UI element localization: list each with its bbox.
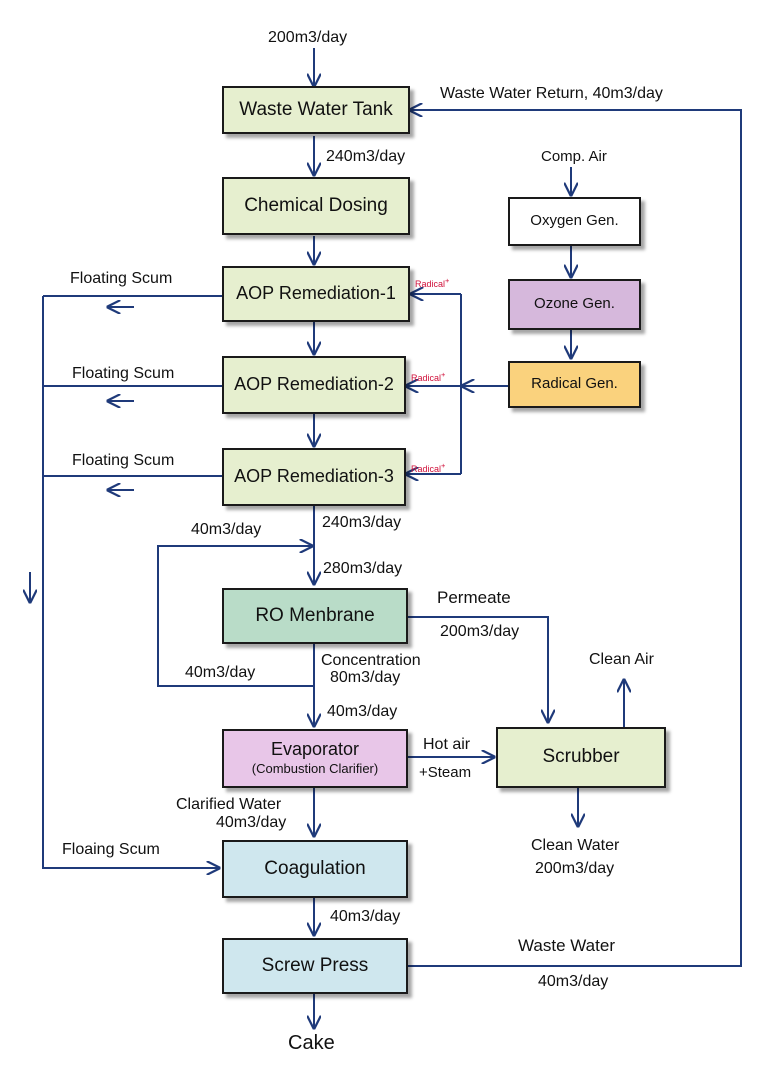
ro-membrane-label: RO Menbrane	[255, 604, 375, 626]
recycle-top-label: 40m3/day	[191, 521, 262, 538]
ro-membrane-box: RO Menbrane	[222, 588, 408, 644]
waste-water-tank-box: Waste Water Tank	[222, 86, 410, 134]
evaporator-box: Evaporator (Combustion Clarifier)	[222, 729, 408, 788]
inflow-label: 200m3/day	[268, 29, 348, 46]
aop-out-label: 240m3/day	[322, 514, 402, 531]
clean-water-label: Clean Water	[531, 837, 620, 854]
evap-in-label: 40m3/day	[327, 703, 398, 720]
permeate-flow-label: 200m3/day	[440, 623, 520, 640]
radical-label-1: Radical+	[415, 276, 450, 289]
ozone-gen-box: Ozone Gen.	[508, 279, 641, 330]
recycle-loop	[157, 546, 314, 687]
coag-out-label: 40m3/day	[330, 908, 401, 925]
scum-collector	[42, 296, 219, 868]
tank-out-label: 240m3/day	[326, 148, 406, 165]
ozone-gen-label: Ozone Gen.	[534, 295, 615, 313]
oxygen-gen-box: Oxygen Gen.	[508, 197, 641, 246]
aop-remediation-1-label: AOP Remediation-1	[236, 283, 396, 304]
clean-water-flow-label: 200m3/day	[535, 860, 615, 877]
steam-label: +Steam	[419, 764, 472, 781]
floaing-scum-label: Floaing Scum	[62, 841, 160, 858]
return-line	[408, 110, 742, 967]
aop-remediation-2-label: AOP Remediation-2	[234, 374, 394, 395]
waste-water-flow-label: 40m3/day	[538, 973, 609, 990]
clean-air-label: Clean Air	[589, 651, 654, 668]
floating-scum-label-3: Floating Scum	[72, 452, 175, 469]
permeate-line	[408, 616, 548, 722]
scrubber-label: Scrubber	[542, 746, 620, 768]
evaporator-label: Evaporator	[270, 739, 360, 760]
chemical-dosing-box: Chemical Dosing	[222, 177, 410, 235]
radical-gen-label: Radical Gen.	[531, 375, 618, 393]
oxygen-gen-label: Oxygen Gen.	[530, 212, 619, 230]
radical-label-2: Radical+	[411, 370, 446, 383]
scrubber-box: Scrubber	[496, 727, 666, 788]
coagulation-label: Coagulation	[264, 857, 366, 879]
chemical-dosing-label: Chemical Dosing	[244, 194, 388, 216]
hot-air-label: Hot air	[423, 736, 471, 753]
comp-air-label: Comp. Air	[541, 148, 607, 165]
radical-label-3: Radical+	[411, 461, 446, 474]
waste-water-tank-label: Waste Water Tank	[239, 98, 393, 120]
permeate-label: Permeate	[437, 588, 511, 607]
aop-remediation-2-box: AOP Remediation-2	[222, 356, 406, 414]
return-label: Waste Water Return, 40m3/day	[440, 85, 663, 102]
ro-in-label: 280m3/day	[323, 560, 403, 577]
concentration-flow-label: 80m3/day	[330, 669, 401, 686]
recycle-bottom-label: 40m3/day	[185, 664, 256, 681]
aop-remediation-1-box: AOP Remediation-1	[222, 266, 410, 322]
concentration-label: Concentration	[321, 652, 421, 669]
waste-water-label: Waste Water	[518, 936, 615, 955]
floating-scum-label-2: Floating Scum	[72, 365, 175, 382]
aop-remediation-3-label: AOP Remediation-3	[234, 466, 394, 487]
evaporator-sublabel: (Combustion Clarifier)	[251, 761, 379, 777]
cake-label: Cake	[288, 1032, 335, 1054]
clarified-flow-label: 40m3/day	[216, 814, 287, 831]
radical-gen-box: Radical Gen.	[508, 361, 641, 408]
clarified-water-label: Clarified Water	[176, 796, 282, 813]
coagulation-box: Coagulation	[222, 840, 408, 898]
screw-press-label: Screw Press	[261, 954, 369, 976]
screw-press-box: Screw Press	[222, 938, 408, 994]
aop-remediation-3-box: AOP Remediation-3	[222, 448, 406, 506]
floating-scum-label-1: Floating Scum	[70, 270, 173, 287]
